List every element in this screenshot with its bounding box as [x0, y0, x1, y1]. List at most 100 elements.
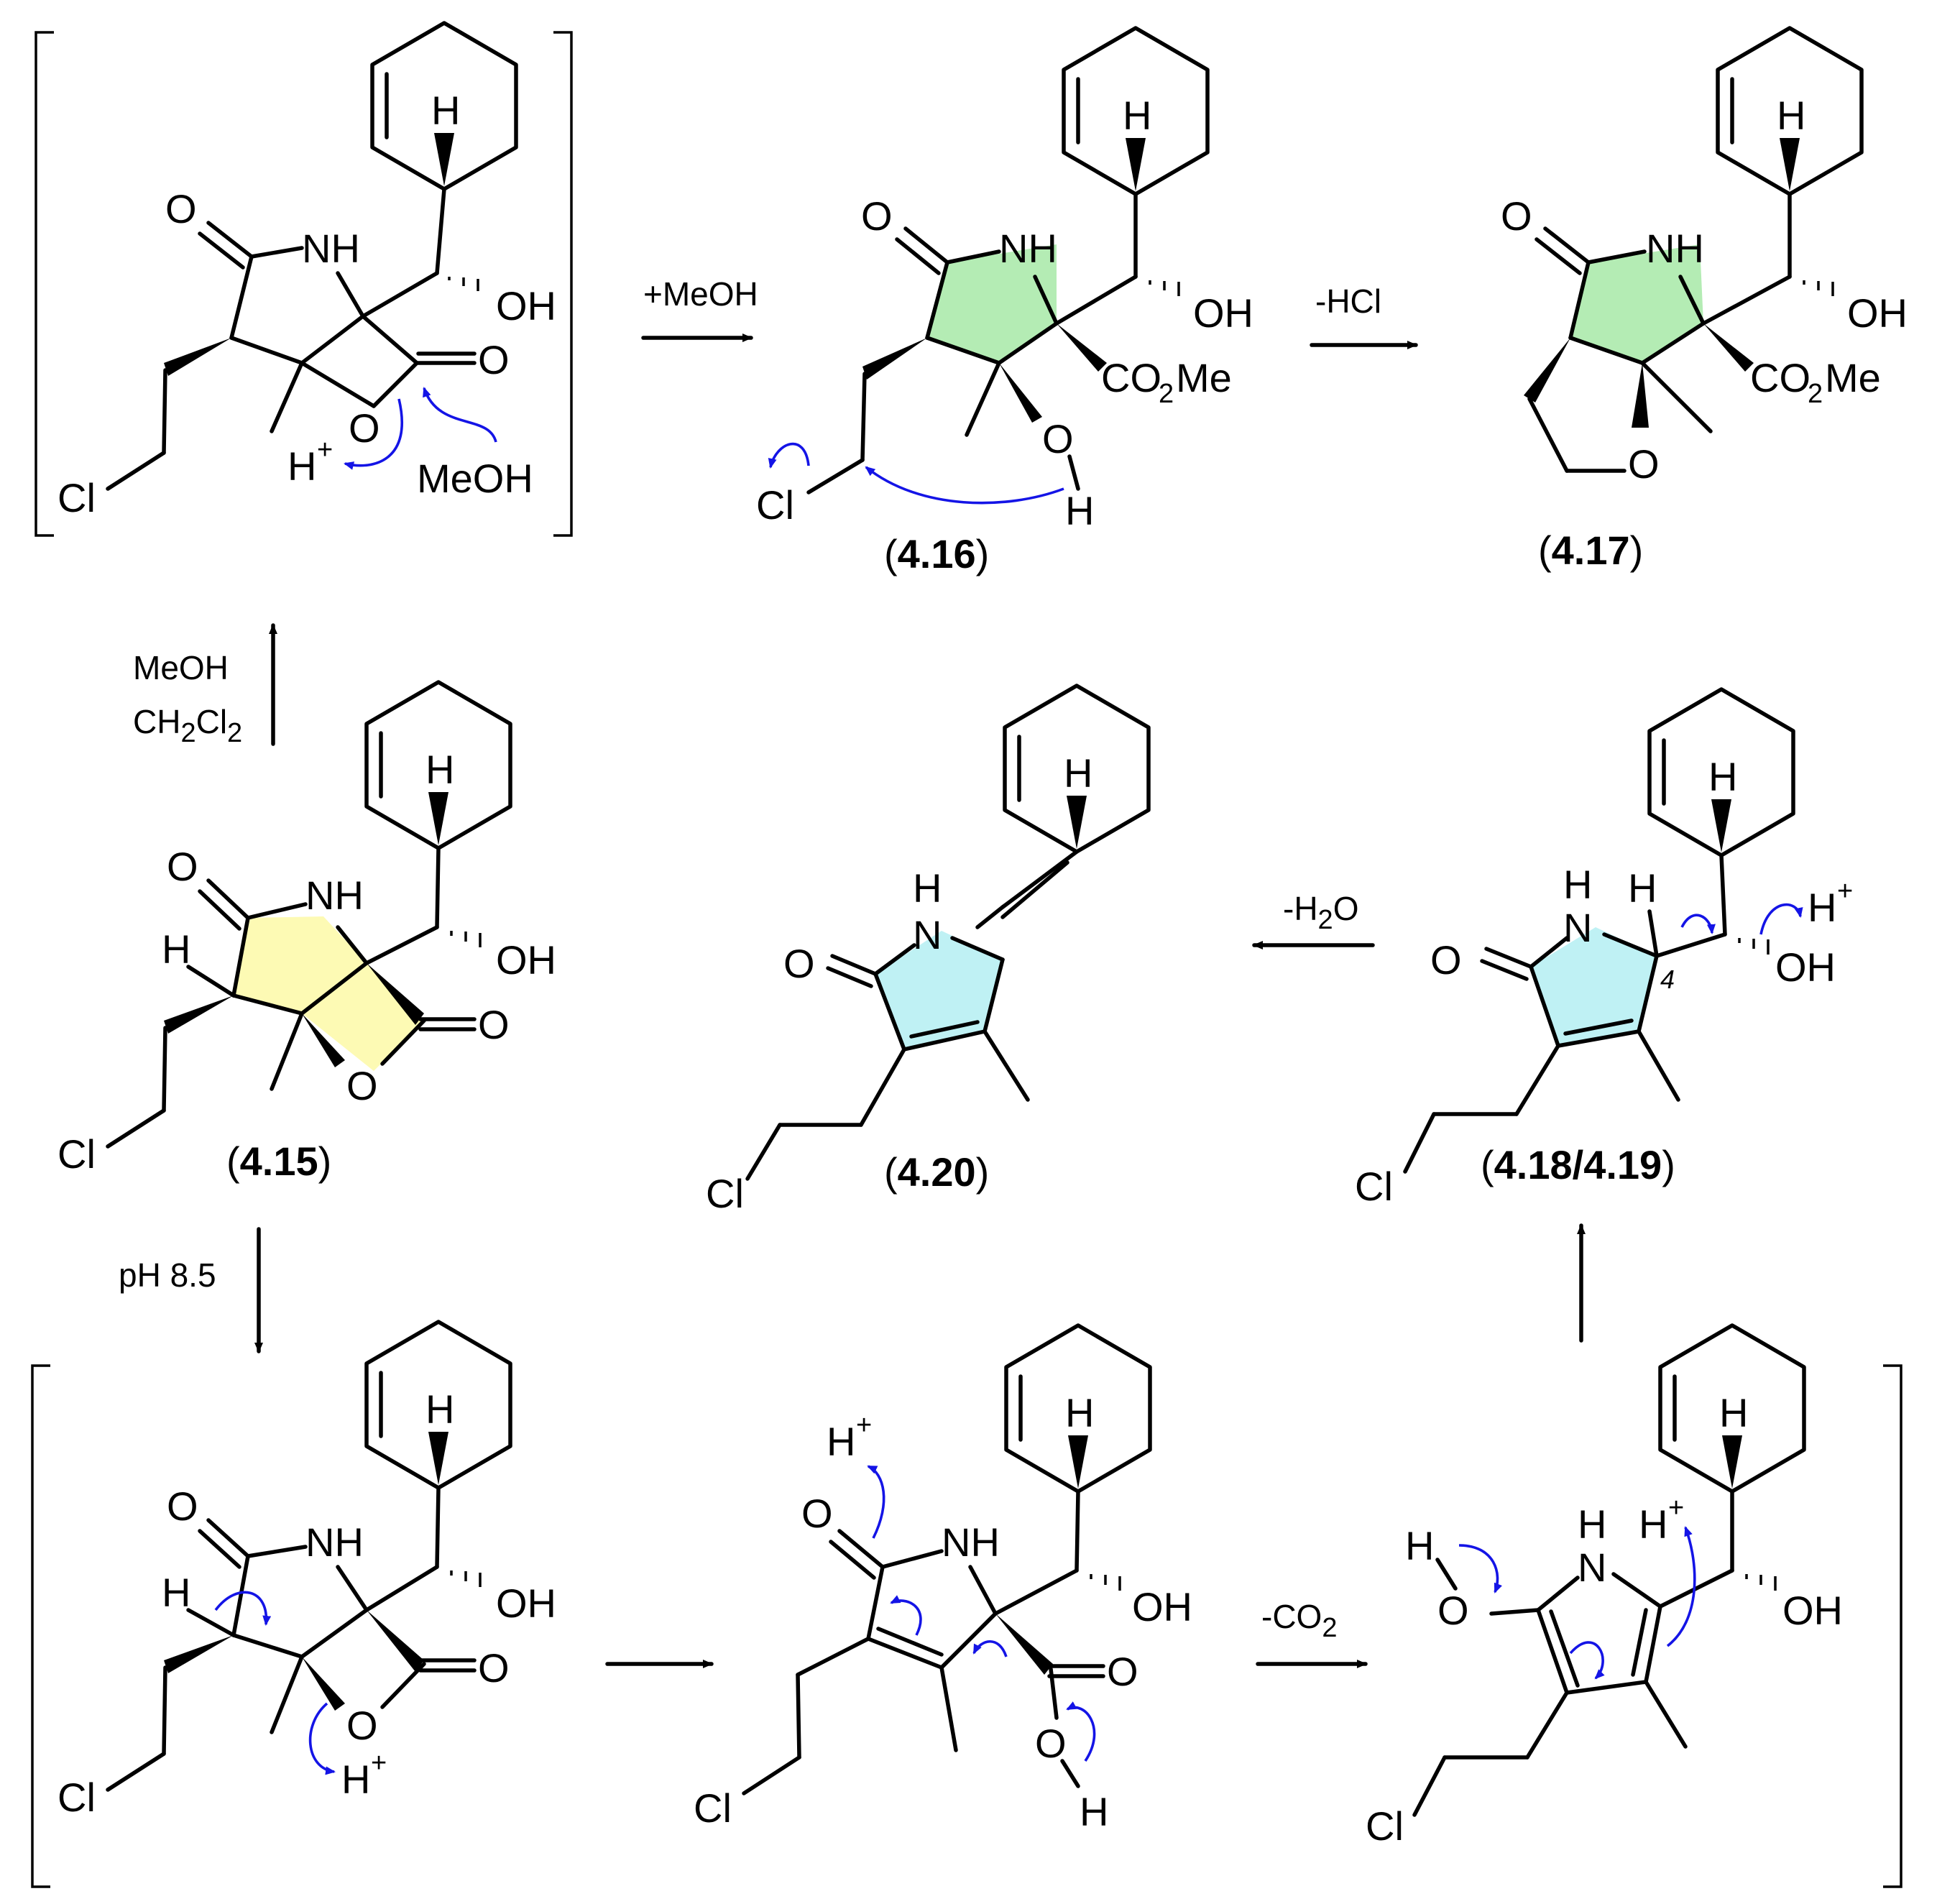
svg-text:NH: NH — [999, 226, 1057, 271]
svg-text:CO: CO — [1101, 355, 1161, 400]
curved-arrow — [423, 387, 497, 443]
curved-arrow — [1066, 1701, 1096, 1762]
curved-arrow — [344, 398, 404, 470]
svg-text:NH: NH — [305, 873, 364, 918]
svg-text:NH: NH — [302, 226, 360, 271]
bracket-left-top — [34, 31, 573, 537]
svg-text:Me: Me — [1176, 355, 1232, 400]
svg-text:+: + — [371, 1748, 387, 1778]
svg-text:H: H — [1065, 488, 1094, 533]
svg-text:H: H — [1639, 1501, 1667, 1547]
hashed-oh-bond — [1738, 938, 1770, 955]
intermediate-enolization: OH NH O H O O Cl H + — [57, 1322, 556, 1820]
svg-text:O: O — [861, 193, 893, 239]
curved-arrow — [1569, 1641, 1605, 1680]
arrow-to-intermediate: MeOH CH2Cl2 — [133, 623, 277, 748]
svg-text:Cl: Cl — [706, 1171, 744, 1216]
svg-text:H: H — [1578, 1501, 1606, 1547]
arrow-co2-loss: -CO2 — [1256, 1598, 1368, 1668]
compound-4-16: OH NH O CO 2 Me O H Cl (4.16) — [756, 28, 1253, 576]
svg-text:+: + — [1668, 1493, 1684, 1523]
svg-text:O: O — [478, 337, 510, 382]
svg-text:OH: OH — [496, 937, 556, 983]
curved-arrow — [1666, 1526, 1696, 1647]
arrow-h2o-loss: -H2O — [1252, 890, 1375, 949]
svg-text:O: O — [1107, 1649, 1138, 1694]
svg-text:O: O — [801, 1491, 833, 1536]
svg-text:OH: OH — [496, 1581, 556, 1626]
svg-text:O: O — [1035, 1721, 1067, 1766]
svg-text:NH: NH — [942, 1519, 1000, 1565]
svg-text:Cl: Cl — [57, 1131, 96, 1177]
curved-arrow — [867, 1465, 885, 1539]
curved-arrow — [1759, 903, 1803, 935]
hashed-oh-bond — [450, 931, 482, 947]
svg-text:Cl: Cl — [756, 482, 794, 528]
svg-text:Cl: Cl — [694, 1785, 732, 1831]
svg-text:O: O — [1501, 193, 1532, 239]
svg-text:O: O — [167, 1484, 198, 1529]
compound-label-4-17: (4.17) — [1538, 528, 1643, 573]
hashed-oh-bond — [1745, 1574, 1777, 1591]
svg-text:-HCl: -HCl — [1315, 282, 1381, 320]
intermediate-hydroxypyrrole: OH H + H N O H Cl — [1366, 1325, 1843, 1849]
svg-text:OH: OH — [1193, 290, 1253, 336]
svg-text:OH: OH — [1847, 290, 1908, 336]
svg-text:H: H — [287, 443, 316, 489]
hashed-oh-bond — [1803, 280, 1834, 296]
svg-text:CO: CO — [1750, 355, 1811, 400]
svg-text:O: O — [165, 186, 197, 231]
svg-text:Cl: Cl — [1366, 1803, 1404, 1849]
svg-text:Cl: Cl — [1355, 1164, 1393, 1209]
svg-text:+: + — [1837, 876, 1853, 906]
svg-text:N: N — [913, 912, 942, 957]
curved-arrow — [214, 1591, 272, 1626]
svg-text:OH: OH — [1782, 1588, 1843, 1633]
svg-text:O: O — [346, 1063, 378, 1108]
svg-text:CH2Cl2: CH2Cl2 — [133, 703, 242, 748]
hashed-oh-bond — [1090, 1574, 1121, 1591]
compound-4-20: H N O Cl (4.20) — [706, 686, 1149, 1216]
compound-4-15: OH NH O H O O Cl (4.15) — [57, 682, 556, 1184]
svg-text:O: O — [783, 941, 815, 986]
svg-text:N: N — [1578, 1545, 1606, 1590]
compound-label-4-15: (4.15) — [226, 1139, 331, 1184]
svg-text:O: O — [1042, 416, 1074, 461]
svg-text:-CO2: -CO2 — [1261, 1598, 1337, 1643]
hashed-oh-bond — [448, 277, 479, 291]
svg-text:H: H — [162, 1570, 190, 1615]
svg-text:-H2O: -H2O — [1283, 890, 1358, 935]
svg-text:H: H — [341, 1757, 370, 1802]
svg-text:O: O — [1437, 1588, 1469, 1633]
arrow-ph: pH 8.5 — [119, 1227, 263, 1353]
curved-arrow — [1458, 1544, 1503, 1593]
svg-text:NH: NH — [1646, 226, 1704, 271]
svg-text:+MeOH: +MeOH — [643, 275, 758, 313]
svg-text:O: O — [1430, 937, 1462, 983]
svg-text:4: 4 — [1660, 965, 1675, 994]
svg-text:H: H — [1628, 865, 1657, 911]
hashed-oh-bond — [1149, 280, 1180, 296]
svg-text:MeOH: MeOH — [417, 456, 533, 501]
svg-text:N: N — [1563, 905, 1592, 950]
intermediate-decarboxylation: OH NH O H + O O H Cl — [694, 1325, 1192, 1834]
svg-text:H: H — [913, 865, 942, 911]
svg-text:O: O — [1628, 441, 1660, 487]
curved-arrow — [972, 1640, 1008, 1657]
svg-text:OH: OH — [1132, 1584, 1192, 1629]
curved-arrow — [890, 1595, 922, 1636]
svg-text:+: + — [317, 435, 333, 465]
svg-text:O: O — [346, 1703, 378, 1748]
svg-text:MeOH: MeOH — [133, 649, 229, 686]
hashed-oh-bond — [450, 1570, 482, 1587]
curved-arrow — [768, 442, 810, 469]
bracket-bottom — [31, 1364, 1903, 1888]
svg-text:2: 2 — [1808, 379, 1823, 409]
curved-arrow — [1680, 914, 1716, 934]
svg-text:OH: OH — [496, 283, 556, 328]
intermediate-meoh-attack: OH NH O O O Cl H + MeOH — [57, 23, 556, 520]
svg-text:OH: OH — [1775, 944, 1836, 990]
svg-text:2: 2 — [1159, 379, 1174, 409]
svg-text:Cl: Cl — [57, 1775, 96, 1820]
svg-text:H: H — [162, 926, 190, 972]
